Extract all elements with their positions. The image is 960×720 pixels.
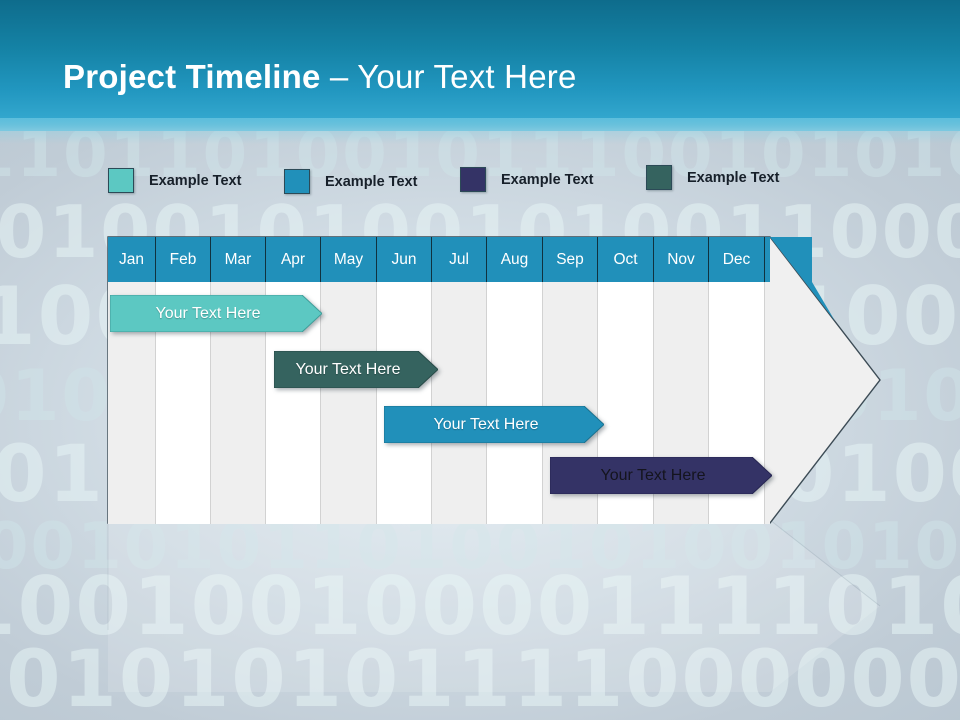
legend-swatch-3 xyxy=(460,167,486,192)
month-column-mar[interactable]: Mar xyxy=(211,237,266,524)
month-column-jun[interactable]: Jun xyxy=(377,237,432,524)
month-header-jan: Jan xyxy=(108,237,156,282)
task-bar-1[interactable]: Your Text Here xyxy=(110,295,322,332)
legend-item-1[interactable]: Example Text xyxy=(108,168,241,193)
page-title: Project Timeline – Your Text Here xyxy=(63,58,577,96)
binary-row: 10101010111100000011100101000101110 xyxy=(0,635,960,720)
month-header-may: May xyxy=(321,237,377,282)
task-bar-2[interactable]: Your Text Here xyxy=(274,351,438,388)
month-header-sep: Sep xyxy=(543,237,598,282)
month-header-oct: Oct xyxy=(598,237,654,282)
month-column-jan[interactable]: Jan xyxy=(108,237,156,524)
month-column-overflow xyxy=(765,237,770,524)
month-header-jul: Jul xyxy=(432,237,487,282)
legend-swatch-1 xyxy=(108,168,134,193)
legend-label-3: Example Text xyxy=(501,171,594,188)
month-header-aug: Aug xyxy=(487,237,543,282)
month-header-apr: Apr xyxy=(266,237,321,282)
task-bar-3[interactable]: Your Text Here xyxy=(384,406,604,443)
month-column-may[interactable]: May xyxy=(321,237,377,524)
legend-swatch-2 xyxy=(284,169,310,194)
month-header-dec: Dec xyxy=(709,237,765,282)
legend-swatch-4 xyxy=(646,165,672,190)
page-title-rest: Your Text Here xyxy=(357,58,577,95)
task-bar-4[interactable]: Your Text Here xyxy=(550,457,772,494)
page-title-dash: – xyxy=(320,58,358,95)
timeline-grid: Jan Feb Mar Apr May Jun Jul Aug xyxy=(108,237,770,524)
title-band-fade xyxy=(0,118,960,144)
legend-label-4: Example Text xyxy=(687,169,780,186)
legend-item-2[interactable]: Example Text xyxy=(284,169,417,194)
binary-row: 0101101010100100100100100010010010 xyxy=(0,710,960,720)
month-header-mar: Mar xyxy=(211,237,266,282)
month-header-jun: Jun xyxy=(377,237,432,282)
month-column-jul[interactable]: Jul xyxy=(432,237,487,524)
legend-label-1: Example Text xyxy=(149,172,242,189)
legend-item-4[interactable]: Example Text xyxy=(646,165,779,190)
legend-item-3[interactable]: Example Text xyxy=(460,167,593,192)
legend-label-2: Example Text xyxy=(325,173,418,190)
page-title-bold: Project Timeline xyxy=(63,58,321,95)
title-band xyxy=(0,0,960,131)
month-header-feb: Feb xyxy=(156,237,211,282)
month-column-aug[interactable]: Aug xyxy=(487,237,543,524)
binary-row: 1001001000011110101010101110011110 xyxy=(0,560,960,653)
month-header-nov: Nov xyxy=(654,237,709,282)
month-column-feb[interactable]: Feb xyxy=(156,237,211,524)
arrow-reflection xyxy=(107,520,881,692)
